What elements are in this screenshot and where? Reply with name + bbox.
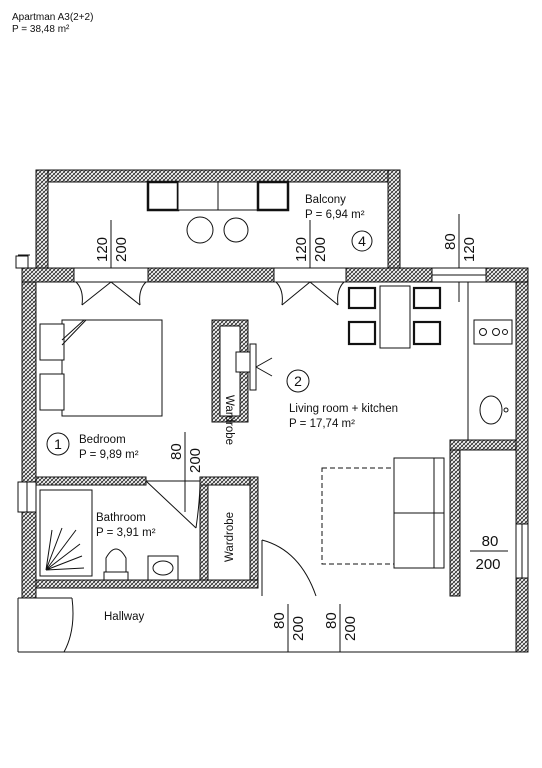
living-door[interactable] [261, 539, 317, 597]
wardrobe-b-right-wall [249, 476, 259, 581]
balcony-door-left-width: 120 [94, 237, 111, 262]
living-name: Living room + kitchen [289, 403, 398, 415]
balcony-door-right-height: 200 [312, 237, 329, 262]
bathroom-door[interactable] [145, 480, 201, 529]
balcony-door-right[interactable] [274, 267, 346, 306]
window-top-right-width: 80 [442, 233, 459, 250]
bedroom-number: 1 [54, 436, 62, 452]
stove [473, 319, 513, 345]
balcony-top-wall [35, 169, 401, 183]
apartment-title: Apartman A3(2+2) [12, 12, 94, 23]
bedroom-door-height: 200 [187, 448, 204, 473]
bathroom-sink [147, 555, 179, 581]
left-wall-lower [21, 511, 37, 599]
window-right [515, 523, 529, 579]
right-wall-upper [515, 281, 529, 525]
right-wall-lower [515, 577, 529, 653]
living-area: P = 17,74 m² [289, 418, 355, 430]
balcony-right-wall [387, 169, 401, 269]
top-wall-seg-2 [147, 267, 275, 283]
window-right-width: 80 [482, 533, 499, 550]
left-wall-upper [21, 281, 37, 483]
balcony-door-right-width: 120 [293, 237, 310, 262]
balcony-door-left[interactable] [74, 267, 148, 306]
hallway-name: Hallway [104, 611, 145, 623]
top-wall-seg-3 [345, 267, 433, 283]
hall-door-height: 200 [342, 616, 359, 641]
bath-right-wall [199, 484, 209, 581]
bedroom-area: P = 9,89 m² [79, 449, 139, 461]
wardrobe-b-label: Wardrobe [224, 512, 236, 562]
kitchen-sink [479, 395, 509, 425]
room-2-circle [286, 369, 310, 393]
dimension-lines [110, 214, 508, 652]
balcony-name: Balcony [305, 194, 346, 206]
toilet [103, 548, 129, 581]
shower-tray [39, 489, 93, 577]
entrance-door-width: 80 [271, 612, 288, 629]
bathroom-window [17, 481, 37, 513]
living-number: 2 [294, 373, 302, 389]
balcony-furniture [146, 180, 290, 244]
room-1-circle [46, 432, 70, 456]
hallway-door[interactable] [18, 597, 74, 653]
window-top-right [431, 267, 487, 302]
double-bed [39, 319, 163, 417]
bedroom-door-width: 80 [168, 443, 185, 460]
balcony-number: 4 [358, 233, 366, 249]
bath-bottom-wall [35, 579, 259, 589]
hall-door-width: 80 [323, 612, 340, 629]
window-right-height: 200 [475, 556, 500, 573]
entrance-left-wall [449, 449, 461, 597]
entrance-door-height: 200 [290, 616, 307, 641]
bedroom-name: Bedroom [79, 434, 126, 446]
balcony-area: P = 6,94 m² [305, 209, 365, 221]
balcony-left-wall [35, 169, 49, 269]
balcony-door-left-height: 200 [113, 237, 130, 262]
kitchen-bottom-wall [449, 439, 517, 451]
wardrobe-b-inner [207, 484, 251, 581]
dining-set [347, 285, 442, 349]
bathroom-name: Bathroom [96, 512, 146, 524]
top-wall-seg-1 [21, 267, 75, 283]
wardrobe-a-label: Wardrobe [223, 395, 235, 445]
tv-stand [235, 343, 273, 391]
bath-top-wall [35, 476, 147, 486]
sofa-and-rug [321, 457, 445, 569]
top-wall-seg-4 [485, 267, 529, 283]
bath-top-wall-right [199, 476, 251, 486]
apartment-area: P = 38,48 m² [12, 24, 70, 35]
bathroom-area: P = 3,91 m² [96, 527, 156, 539]
window-top-right-height: 120 [461, 237, 478, 262]
room-4-circle [351, 230, 373, 252]
